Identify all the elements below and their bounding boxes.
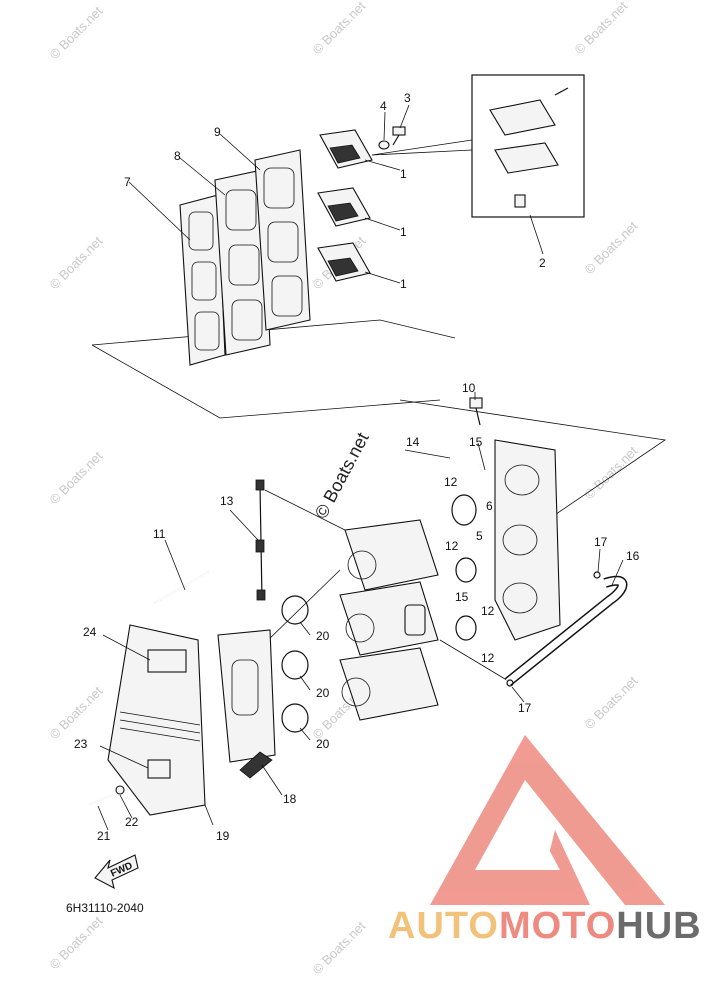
callout-21: 21 bbox=[97, 829, 111, 843]
screw-3 bbox=[392, 126, 406, 146]
callout-12: 12 bbox=[444, 475, 458, 489]
silencer-assembly: FWD bbox=[89, 571, 276, 890]
intake-manifold bbox=[494, 439, 561, 641]
top-assembly bbox=[91, 74, 585, 419]
carburetor-assembly bbox=[339, 519, 439, 721]
brand-logo: AUTOMOTOHUB bbox=[388, 735, 702, 947]
watermark: © Boats.net bbox=[582, 218, 641, 277]
logo-triangle-icon bbox=[430, 735, 665, 905]
callout-2: 2 bbox=[539, 256, 546, 270]
callout-15: 15 bbox=[455, 590, 469, 604]
callout-16: 16 bbox=[626, 549, 640, 563]
callout-19: 19 bbox=[216, 829, 230, 843]
o-ring-12c bbox=[455, 615, 477, 641]
washer-4 bbox=[378, 140, 390, 150]
callout-18: 18 bbox=[283, 792, 297, 806]
gasket-8 bbox=[214, 169, 271, 356]
callout-14: 14 bbox=[406, 435, 420, 449]
reed-valve-detail-box bbox=[471, 74, 585, 218]
guide-line bbox=[264, 489, 356, 536]
callout-24: 24 bbox=[83, 625, 97, 639]
o-ring-12b bbox=[455, 557, 477, 583]
callout-9: 9 bbox=[214, 125, 221, 139]
callout-11: 11 bbox=[153, 527, 166, 541]
link-rod-13 bbox=[255, 479, 266, 601]
callout-5: 5 bbox=[476, 529, 483, 543]
watermark: © Boats.net bbox=[47, 683, 106, 742]
guide-line bbox=[399, 399, 667, 526]
bracket-18 bbox=[239, 751, 273, 779]
callout-20: 20 bbox=[316, 629, 330, 643]
bolt-10 bbox=[469, 397, 483, 426]
callout-8: 8 bbox=[174, 149, 181, 163]
fwd-label: FWD bbox=[109, 860, 134, 879]
reed-valve-1a bbox=[319, 129, 373, 169]
clip-17b bbox=[506, 679, 514, 687]
callout-1: 1 bbox=[400, 167, 407, 181]
callout-10: 10 bbox=[462, 381, 476, 395]
callout-4: 4 bbox=[380, 99, 387, 113]
silencer-cover-19 bbox=[107, 624, 206, 816]
gasket-20 bbox=[281, 595, 309, 733]
watermark: © Boats.net bbox=[47, 448, 106, 507]
middle-assembly bbox=[255, 397, 667, 733]
fwd-arrow-icon: FWD bbox=[94, 854, 139, 890]
callout-20: 20 bbox=[316, 686, 330, 700]
watermark: © Boats.net bbox=[572, 0, 631, 57]
reed-valve-1b bbox=[317, 187, 371, 227]
washer-22 bbox=[115, 785, 125, 795]
callout-15: 15 bbox=[469, 435, 483, 449]
callout-3: 3 bbox=[404, 91, 411, 105]
clip-17a bbox=[593, 571, 601, 579]
guide-line bbox=[262, 569, 341, 646]
callout-12: 12 bbox=[481, 604, 495, 618]
gasket-7 bbox=[179, 194, 226, 366]
silencer-gasket bbox=[217, 629, 276, 763]
watermark: © Boats.net bbox=[47, 913, 106, 972]
watermark: © Boats.net bbox=[310, 0, 369, 57]
bolt-11 bbox=[154, 571, 209, 604]
callout-12: 12 bbox=[445, 539, 459, 553]
callout-12: 12 bbox=[481, 651, 495, 665]
callout-22: 22 bbox=[125, 815, 139, 829]
o-ring-12a bbox=[451, 494, 477, 526]
reed-valve-1c bbox=[317, 242, 371, 282]
guide-line bbox=[439, 639, 511, 683]
watermark: © Boats.net bbox=[47, 3, 106, 62]
center-watermark: © Boats.net bbox=[311, 429, 373, 522]
callout-6: 6 bbox=[486, 499, 493, 513]
callout-labels: 1 1 1 2 3 4 5 6 7 8 9 10 11 12 12 12 12 … bbox=[74, 91, 640, 843]
bolt-21 bbox=[89, 792, 119, 805]
watermark: © Boats.net bbox=[582, 673, 641, 732]
brand-text: AUTOMOTOHUB bbox=[388, 905, 702, 947]
callout-23: 23 bbox=[74, 737, 88, 751]
callout-13: 13 bbox=[220, 494, 234, 508]
callout-17: 17 bbox=[594, 535, 608, 549]
label-24 bbox=[147, 649, 187, 673]
watermark: © Boats.net bbox=[310, 918, 369, 977]
callout-20: 20 bbox=[316, 737, 330, 751]
callout-1: 1 bbox=[400, 277, 407, 291]
leader-lines bbox=[97, 104, 624, 831]
diagram-code: 6H31110-2040 bbox=[66, 901, 144, 915]
callout-1: 1 bbox=[400, 225, 407, 239]
label-23 bbox=[147, 759, 171, 779]
gasket-9 bbox=[254, 149, 311, 331]
callout-7: 7 bbox=[124, 175, 131, 189]
callout-17: 17 bbox=[518, 701, 532, 715]
watermark: © Boats.net bbox=[47, 233, 106, 292]
watermark: © Boats.net bbox=[582, 443, 641, 502]
group-outline bbox=[91, 344, 441, 419]
